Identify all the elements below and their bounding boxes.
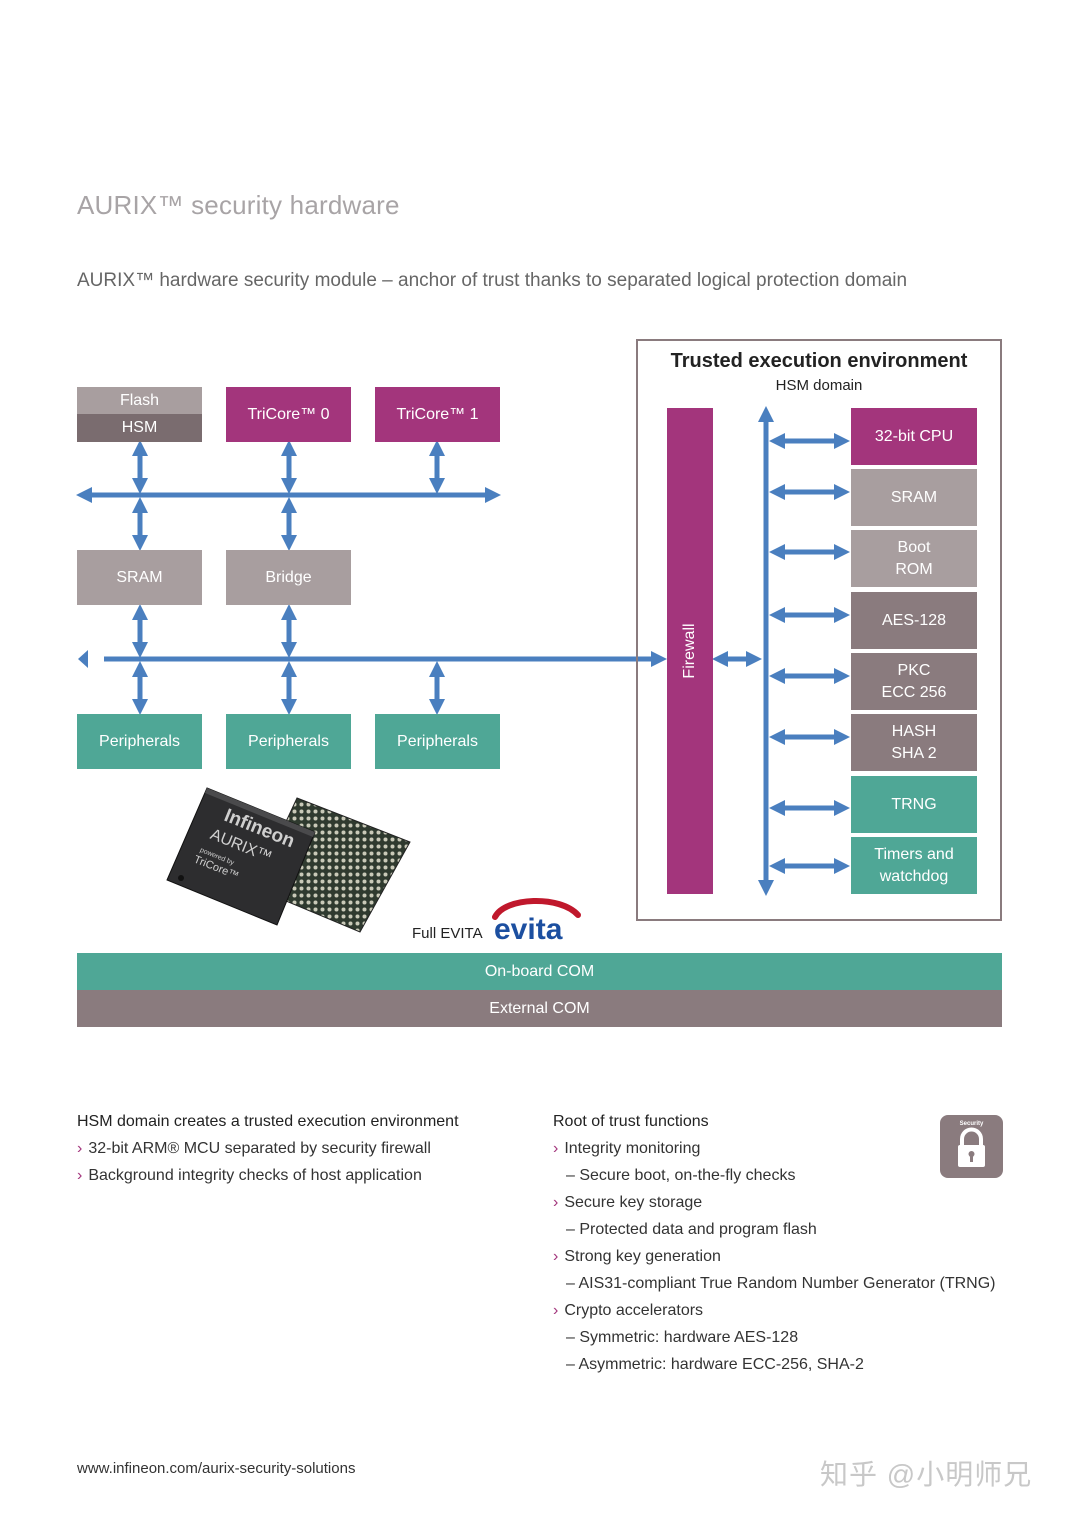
hsm-hash-line2: SHA 2 (891, 744, 937, 762)
hsm-aes-label: AES-128 (881, 611, 947, 629)
flash-block: Flash (77, 387, 202, 414)
footer-url[interactable]: www.infineon.com/aurix-security-solution… (77, 1460, 356, 1477)
page-title: AURIX™ security hardware (77, 190, 400, 220)
evita-logo: evita (492, 897, 581, 945)
firewall-block: Firewall (667, 408, 713, 894)
chevron-right-icon: › (553, 1194, 559, 1211)
sram-block: SRAM (77, 550, 202, 605)
chevron-right-icon: › (553, 1140, 559, 1157)
hsm-bootrom-line1: Boot (897, 538, 931, 556)
peripherals-block-1: Peripherals (77, 714, 202, 769)
aurix-chip-image: Infineon AURIX™ powered by TriCore™ (166, 787, 411, 933)
firewall-label: Firewall (681, 623, 698, 679)
hsm-aes-block: AES-128 (851, 592, 977, 649)
list-item: ›Background integrity checks of host app… (77, 1167, 422, 1184)
peripherals-block-3: Peripherals (375, 714, 500, 769)
list-item: ›Crypto accelerators (553, 1302, 704, 1319)
peripherals-block-2: Peripherals (226, 714, 351, 769)
hsm-bootrom-block: Boot ROM (851, 530, 977, 587)
external-com-band: External COM (77, 990, 1002, 1027)
list-item: ›Strong key generation (553, 1248, 721, 1265)
hsm-domain-list: HSM domain creates a trusted execution e… (77, 1108, 527, 1189)
tee-subtitle: HSM domain (775, 377, 863, 394)
list-subitem: – Symmetric: hardware AES-128 (566, 1329, 799, 1346)
chevron-right-icon: › (553, 1248, 559, 1265)
hsm-pkc-line1: PKC (897, 661, 931, 679)
hsm-pkc-block: PKC ECC 256 (851, 653, 977, 710)
hsm-trng-block: TRNG (851, 776, 977, 833)
list-item: ›32-bit ARM® MCU separated by security f… (77, 1140, 431, 1157)
hsm-domain-heading: HSM domain creates a trusted execution e… (77, 1113, 459, 1130)
hsm-cpu-block: 32-bit CPU (851, 408, 977, 465)
hsm-hash-line1: HASH (891, 722, 937, 740)
tee-title: Trusted execution environment (670, 350, 968, 372)
lock-icon-label: Security (959, 1121, 984, 1127)
hsm-sram-label: SRAM (890, 488, 938, 506)
onboard-com-band: On-board COM (77, 953, 1002, 990)
list-subitem: – Asymmetric: hardware ECC-256, SHA-2 (566, 1356, 864, 1373)
chevron-right-icon: › (553, 1302, 559, 1319)
list-item: ›Secure key storage (553, 1194, 703, 1211)
chevron-right-icon: › (77, 1140, 83, 1157)
tee-frame (636, 339, 1002, 921)
list-item: ›Integrity monitoring (553, 1140, 701, 1157)
security-lock-icon: Security (940, 1115, 1003, 1178)
root-of-trust-heading: Root of trust functions (553, 1113, 709, 1130)
list-subitem: – Protected data and program flash (566, 1221, 817, 1238)
hsm-bootrom-line2: ROM (895, 560, 933, 578)
evita-logo-text: evita (494, 913, 563, 945)
chevron-right-icon: › (77, 1167, 83, 1184)
hsm-timers-line1: Timers and (874, 845, 954, 863)
tricore0-block: TriCore™ 0 (226, 387, 351, 442)
page-subtitle: AURIX™ hardware security module – anchor… (77, 270, 908, 291)
tricore1-block: TriCore™ 1 (375, 387, 500, 442)
hsm-hash-block: HASH SHA 2 (851, 714, 977, 771)
hsm-trng-label: TRNG (891, 795, 937, 813)
hsm-pkc-line2: ECC 256 (881, 683, 947, 701)
list-subitem: – AIS31-compliant True Random Number Gen… (566, 1275, 996, 1292)
hsm-sram-block: SRAM (851, 469, 977, 526)
list-subitem: – Secure boot, on-the-fly checks (566, 1167, 796, 1184)
watermark-text: 知乎 @小明师兄 (820, 1459, 1033, 1490)
hsm-timers-block: Timers and watchdog (851, 837, 977, 894)
full-evita-label: Full EVITA (412, 925, 483, 942)
root-of-trust-list: Root of trust functions ›Integrity monit… (553, 1108, 1023, 1378)
hsm-block: HSM (77, 414, 202, 442)
hsm-cpu-label: 32-bit CPU (874, 427, 954, 445)
bridge-block: Bridge (226, 550, 351, 605)
hsm-timers-line2: watchdog (879, 867, 949, 885)
